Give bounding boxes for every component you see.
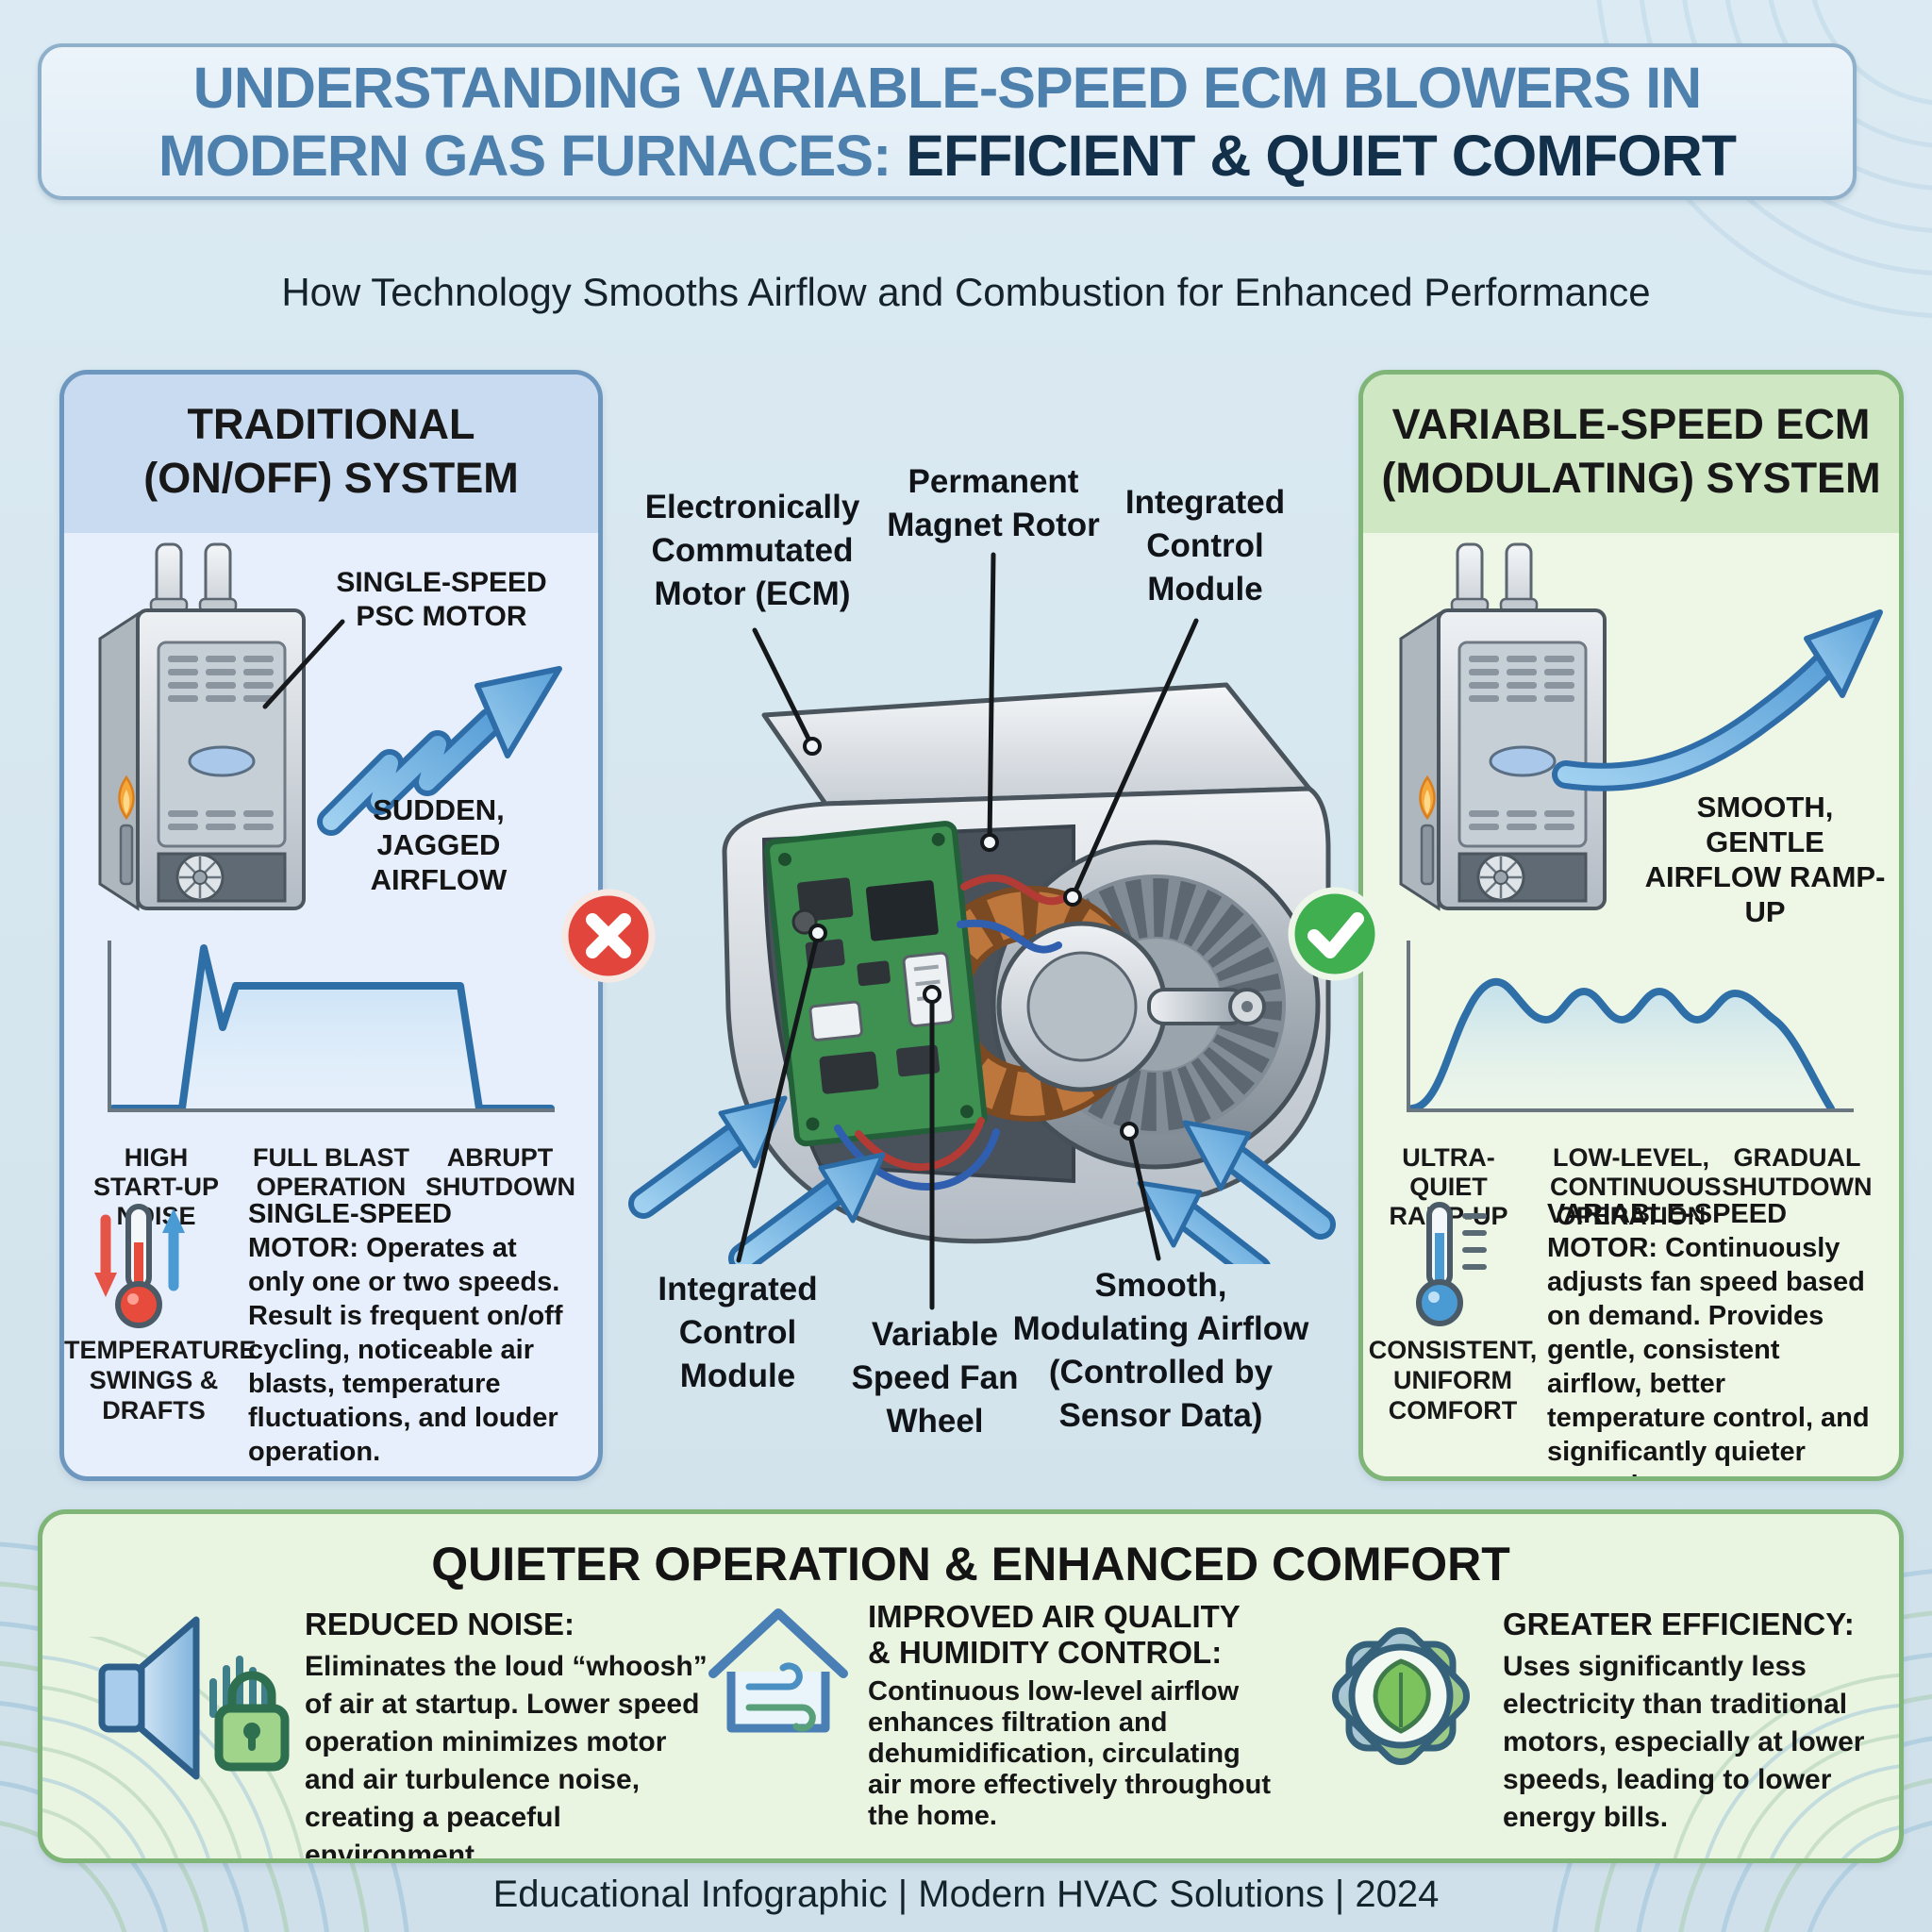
jagged-airflow-note: SUDDEN, JAGGED AIRFLOW <box>370 793 508 896</box>
title-line-2: MODERN GAS FURNACES: EFFICIENT & QUIET C… <box>42 122 1853 190</box>
smooth-airflow-note: SMOOTH, GENTLE AIRFLOW RAMP-UP <box>1644 791 1886 928</box>
traditional-furnace-illustration <box>98 542 306 911</box>
title-card: UNDERSTANDING VARIABLE-SPEED ECM BLOWERS… <box>38 43 1857 200</box>
label-smooth-modulating-airflow: Smooth, Modulating Airflow (Controlled b… <box>1012 1267 1309 1434</box>
label-integrated-control-module-top: Integrated Control Module <box>1124 484 1286 608</box>
ecm-airflow-graph <box>1407 941 1854 1112</box>
psc-leader-line <box>262 619 345 709</box>
reduced-noise-body: Eliminates the loud “whoosh” of air at s… <box>305 1651 708 1863</box>
furnace-louvers-bottom <box>168 810 274 830</box>
ecm-body-text: VARIABLE-SPEED MOTOR: Continuously adjus… <box>1547 1197 1875 1476</box>
footer-credit: Educational Infographic | Modern HVAC So… <box>492 1874 1440 1915</box>
benefits-title: QUIETER OPERATION & ENHANCED COMFORT <box>431 1538 1510 1591</box>
traditional-header-line1: TRADITIONAL <box>187 400 475 448</box>
label-variable-speed-fan-wheel: Variable Speed Fan Wheel <box>851 1316 1019 1440</box>
title-line-1: UNDERSTANDING VARIABLE-SPEED ECM BLOWERS… <box>192 56 1702 120</box>
traditional-system-panel: TRADITIONAL (ON/OFF) SYSTEM <box>59 370 603 1481</box>
title-line2-blue: MODERN GAS FURNACES: <box>158 124 907 188</box>
smooth-airflow-arrow <box>1552 609 1883 791</box>
ecm-system-panel: VARIABLE-SPEED ECM (MODULATING) SYSTEM <box>1358 370 1904 1481</box>
traditional-header-line2: (ON/OFF) SYSTEM <box>143 454 519 502</box>
reduced-noise-heading: REDUCED NOISE: <box>305 1607 575 1641</box>
traditional-body-copy: Operates at only one or two speeds. Resu… <box>248 1233 563 1467</box>
traditional-body-heading: SINGLE-SPEED MOTOR: <box>248 1199 452 1263</box>
furnace-louvers-top <box>168 656 274 702</box>
subtitle: How Technology Smooths Airflow and Combu… <box>281 270 1651 314</box>
consistent-comfort-caption: CONSISTENT, UNIFORM COMFORT <box>1368 1336 1538 1424</box>
graph-label-fullblast: FULL BLAST OPERATION <box>253 1143 409 1201</box>
rotor-and-shaft <box>996 921 1266 1092</box>
ecm-header-line1: VARIABLE-SPEED ECM <box>1391 400 1871 448</box>
graph-label-shutdown: ABRUPT SHUTDOWN <box>425 1143 575 1201</box>
graph-label-gradual: GRADUAL SHUTDOWN <box>1722 1143 1873 1201</box>
graph-label-rampup: ULTRA-QUIET RAMP-UP <box>1390 1143 1508 1230</box>
jagged-airflow-arrow <box>262 619 562 836</box>
ecm-body-copy: Continuously adjusts fan speed based on … <box>1547 1233 1870 1476</box>
temperature-swings-icon <box>94 1204 185 1328</box>
ecm-header-line2: (MODULATING) SYSTEM <box>1381 454 1881 502</box>
air-quality-heading: IMPROVED AIR QUALITY & HUMIDITY CONTROL: <box>868 1599 1241 1670</box>
speaker-lock-icon <box>98 1616 290 1780</box>
label-permanent-magnet-rotor: Permanent Magnet Rotor <box>887 463 1100 543</box>
graph-label-continuous: LOW-LEVEL, CONTINUOUS OPERATION <box>1550 1143 1722 1230</box>
title-line2-dark: EFFICIENT & QUIET COMFORT <box>906 124 1737 188</box>
temperature-swings-caption: TEMPERATURE SWINGS & DRAFTS <box>64 1336 257 1424</box>
air-quality-body: Continuous low-level airflow enhances fi… <box>868 1676 1272 1831</box>
cross-badge-icon <box>561 889 656 983</box>
ecm-body-heading: VARIABLE-SPEED MOTOR: <box>1547 1199 1788 1263</box>
ecm-panel-header: VARIABLE-SPEED ECM (MODULATING) SYSTEM <box>1363 375 1899 533</box>
furnace-logo-oval <box>188 745 256 777</box>
efficiency-heading: GREATER EFFICIENCY: <box>1503 1607 1855 1641</box>
psc-motor-callout: SINGLE-SPEED PSC MOTOR <box>336 567 547 632</box>
efficiency-body: Uses significantly less electricity than… <box>1503 1651 1865 1833</box>
consistent-comfort-icon <box>1416 1202 1487 1326</box>
check-badge-icon <box>1288 887 1382 981</box>
label-ecm-motor: Electronically Commutated Motor (ECM) <box>644 489 860 612</box>
control-board <box>764 821 988 1147</box>
traditional-panel-header: TRADITIONAL (ON/OFF) SYSTEM <box>64 375 598 533</box>
label-integrated-control-module-bottom: Integrated Control Module <box>658 1271 818 1394</box>
onoff-airflow-graph <box>108 941 555 1112</box>
ecm-furnace-illustration <box>1399 542 1607 911</box>
benefits-panel: QUIETER OPERATION & ENHANCED COMFORT RED… <box>38 1509 1904 1863</box>
blower-cutaway-illustration <box>628 682 1336 1264</box>
gear-leaf-icon <box>1332 1627 1470 1765</box>
house-airflow-icon <box>708 1608 848 1733</box>
traditional-body-text: SINGLE-SPEED MOTOR: Operates at only one… <box>248 1197 567 1469</box>
